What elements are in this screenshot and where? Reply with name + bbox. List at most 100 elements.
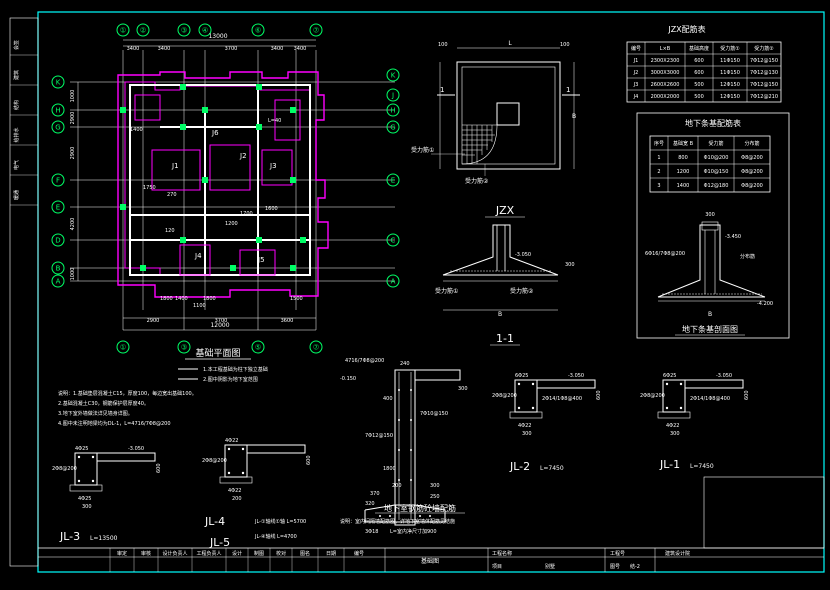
jzx-dim-l: L — [508, 40, 512, 47]
axis-top-1-label: ② — [140, 27, 146, 35]
bottom-dim-1: 3700 — [215, 318, 228, 324]
wall-label-8: 320 — [365, 501, 375, 507]
axis-bottom-1-label: ③ — [181, 344, 187, 352]
jzx-label-2: 受力筋② — [465, 177, 489, 185]
axis-top-0: ① — [116, 23, 130, 37]
axis-right-6: A — [386, 274, 400, 288]
note-2: 3.地下室外墙做法详见墙身详图。 — [58, 410, 133, 417]
bottom-dim-2: 3600 — [281, 318, 294, 324]
axis-left-1: H — [51, 103, 65, 117]
strip-section-title: 地下条基剖面图 — [682, 324, 738, 334]
note-3: 4.图中未注明地梁均为DL-1，L=4716/7Φ8@200 — [58, 420, 171, 427]
strip-cell: 800 — [678, 155, 688, 161]
strip-footing-section: 6Φ16/7Φ8@200 分布筋 -4.200 -3.450 300 B 地下条… — [645, 212, 773, 336]
footing-label-4: J5 — [257, 256, 265, 264]
plan-title: 基础平面图 — [195, 347, 240, 359]
wall-label-9: 3Φ18 — [365, 529, 378, 535]
top-dim-1: 3400 — [158, 46, 171, 52]
strip-top: 300 — [705, 212, 715, 218]
jl-bot: 4Φ25 — [78, 496, 91, 502]
sec11-h: 300 — [565, 262, 575, 268]
sec11-elev: -3.050 — [515, 252, 531, 258]
strip-cell: Φ10@150 — [704, 169, 729, 175]
tb-header-1: 审核 — [141, 550, 151, 557]
jl-h: 600 — [596, 390, 602, 400]
tb-header-0: 审定 — [117, 550, 127, 557]
axis-top-2: ③ — [177, 23, 191, 37]
axis-right-1-label: J — [391, 92, 394, 100]
jzx-cell: 500 — [694, 94, 704, 100]
jl5-title: JL-5 — [209, 536, 230, 549]
jzx-header-4: 受力筋② — [754, 45, 774, 52]
axis-left-2: G — [51, 120, 65, 134]
axis-right-5: C — [386, 233, 400, 247]
plan-label-7: 1400 — [175, 296, 188, 302]
axis-right-4: E — [386, 173, 400, 187]
jzx-header-3: 受力筋① — [720, 45, 740, 52]
tb-header-7: 图名 — [300, 550, 310, 557]
sec11-label-2: 受力筋② — [510, 287, 534, 295]
plan-label-2: 1800 — [160, 296, 173, 302]
wall-label-0: 240 — [400, 361, 410, 367]
tb-item-label: 项目 — [492, 564, 502, 570]
wall-rebar-mid: 7Φ10@150 — [420, 411, 448, 417]
jzx-cell: J2 — [633, 70, 639, 76]
jl-length: L=7450 — [690, 463, 714, 470]
strip-cell: 1400 — [677, 183, 690, 189]
general-notes: 说明：1.基础垫层混凝土C15，厚度100，每边宽出基础100。2.基础混凝土C… — [58, 390, 197, 427]
jl-title: JL-2 — [509, 460, 530, 473]
top-dim-0: 3400 — [127, 46, 140, 52]
jzx-table-title: JZX配筋表 — [667, 24, 705, 34]
jzx-dim-b: B — [572, 113, 576, 120]
left-dim-2: 2900 — [70, 147, 76, 160]
jl-beam-sections: 6Φ252Φ14/1Φ8@4002Φ8@2004Φ22-3.050300600J… — [52, 373, 750, 543]
axis-top-4: ⑥ — [251, 23, 265, 37]
jl-top: 4Φ22 — [225, 438, 238, 444]
axis-bottom-3-label: ⑦ — [313, 344, 319, 352]
jzx-cell: 11Φ150 — [720, 58, 740, 64]
plan-label-0: 1400 — [130, 127, 143, 133]
tb-sheet-label: 图号 — [610, 564, 620, 570]
strip-header-3: 分布筋 — [744, 140, 759, 147]
jl4-note-1: JL-④轴线 L=4700 — [254, 533, 297, 540]
tb-header-2: 设计负责人 — [162, 550, 187, 557]
jl-length: L=13500 — [90, 535, 118, 542]
jzx-cell: 7Φ12@150 — [750, 58, 778, 64]
jl-mid: 2Φ14/1Φ8@400 — [542, 396, 582, 402]
axis-top-3: ④ — [198, 23, 212, 37]
jl-top: 4Φ25 — [75, 446, 88, 452]
sec11-b: B — [498, 311, 502, 318]
axis-left-3: F — [51, 173, 65, 187]
sec11-label-1: 受力筋① — [435, 287, 458, 295]
tb-header-9: 编号 — [354, 550, 364, 557]
tb-company: 建筑设计院 — [665, 550, 690, 557]
strip-cell: Φ10@200 — [704, 155, 729, 161]
side-strip-2: 结构 — [13, 100, 20, 110]
axis-right-1: J — [386, 88, 400, 102]
axis-right-3: G — [386, 120, 400, 134]
wall-label-5: 300 — [430, 483, 440, 489]
side-strip-3: 给排水 — [13, 127, 20, 142]
wall-label-4: 200 — [392, 483, 402, 489]
axis-left-7: A — [51, 274, 65, 288]
side-binding-strip — [9, 17, 39, 567]
jl-w: 300 — [670, 431, 680, 437]
strip-cell: 2 — [657, 169, 660, 175]
strip-cell: Φ8@200 — [741, 155, 763, 161]
wall-label-6: 250 — [430, 494, 440, 500]
jzx-cell: 3000X3000 — [651, 70, 680, 76]
jzx-header-1: L×B — [660, 46, 671, 52]
tb-project-label: 工程名称 — [492, 550, 512, 557]
title-block: 审定审核设计负责人工程负责人设计制图校对图名日期编号 基础图 工程名称 项目 别… — [38, 476, 825, 572]
axis-right-0: K — [386, 68, 400, 82]
tb-header-3: 工程负责人 — [196, 550, 221, 557]
jl-top: 6Φ25 — [663, 373, 676, 379]
axis-left-6-label: B — [56, 265, 61, 273]
